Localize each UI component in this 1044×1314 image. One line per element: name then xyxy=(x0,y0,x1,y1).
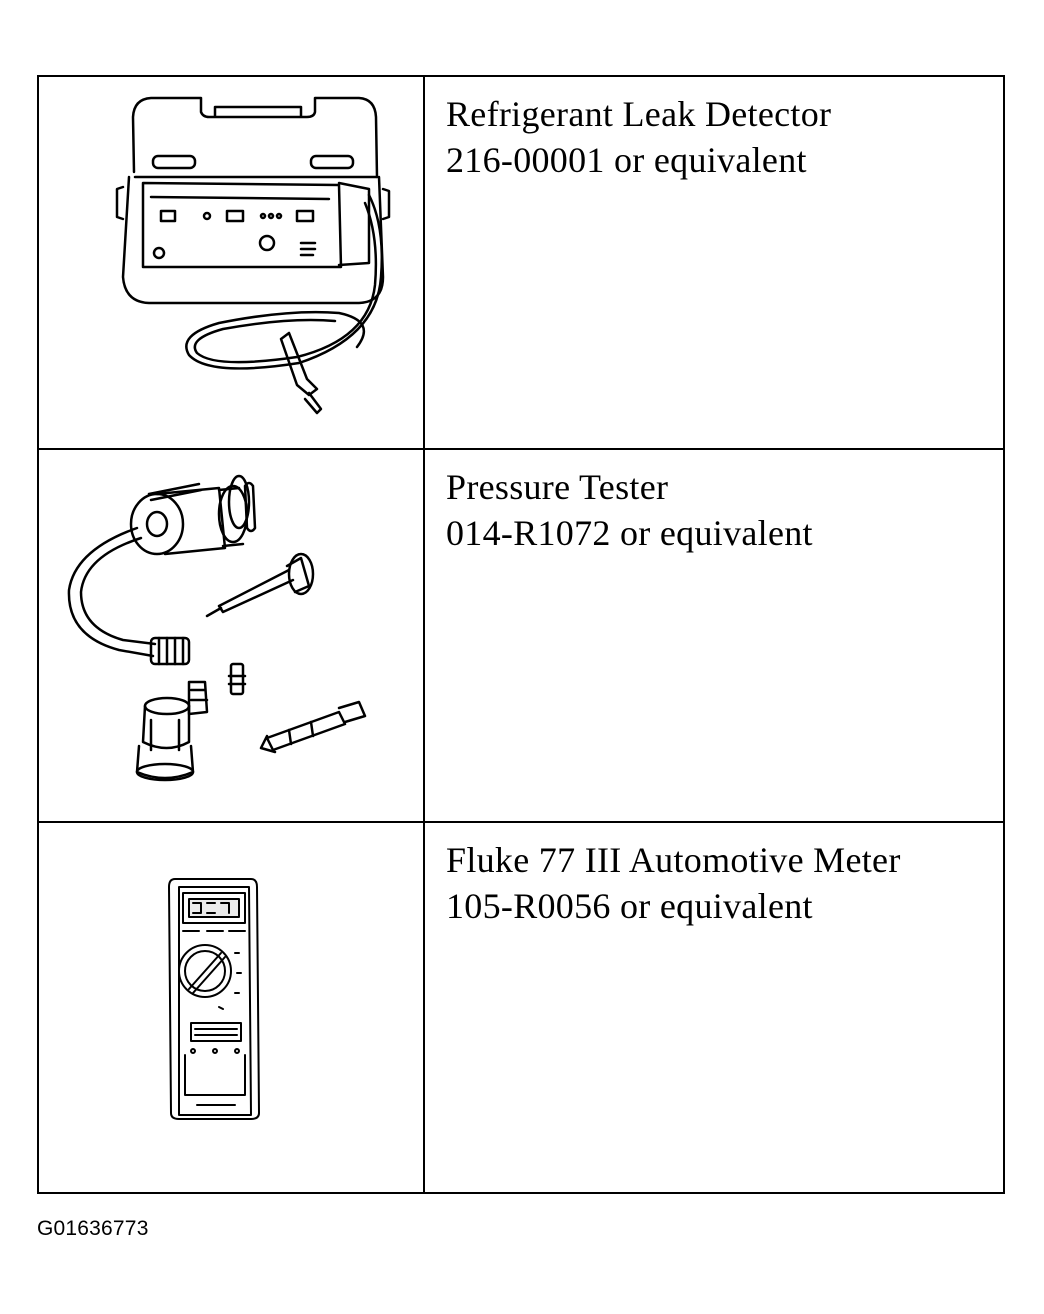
description-cell: Refrigerant Leak Detector 216-00001 or e… xyxy=(427,77,1003,448)
pressure-tester-illustration xyxy=(67,474,367,782)
tool-row-leak-detector: Refrigerant Leak Detector 216-00001 or e… xyxy=(39,77,1003,450)
illustration-cell xyxy=(39,77,425,448)
tool-part-number: 216-00001 or equivalent xyxy=(446,140,807,180)
description-cell: Pressure Tester 014-R1072 or equivalent xyxy=(427,450,1003,821)
tool-name: Pressure Tester xyxy=(446,467,669,507)
automotive-meter-illustration xyxy=(168,878,260,1120)
tool-row-automotive-meter: Fluke 77 III Automotive Meter 105-R0056 … xyxy=(39,823,1003,1192)
tool-name: Fluke 77 III Automotive Meter xyxy=(446,840,901,880)
tool-description: Fluke 77 III Automotive Meter 105-R0056 … xyxy=(446,837,901,929)
description-cell: Fluke 77 III Automotive Meter 105-R0056 … xyxy=(427,823,1003,1192)
illustration-cell xyxy=(39,450,425,821)
illustration-cell xyxy=(39,823,425,1192)
tool-row-pressure-tester: Pressure Tester 014-R1072 or equivalent xyxy=(39,450,1003,823)
figure-id: G01636773 xyxy=(37,1217,149,1240)
tool-description: Pressure Tester 014-R1072 or equivalent xyxy=(446,464,813,556)
tool-name: Refrigerant Leak Detector xyxy=(446,94,832,134)
tool-description: Refrigerant Leak Detector 216-00001 or e… xyxy=(446,91,831,183)
tool-part-number: 014-R1072 or equivalent xyxy=(446,513,813,553)
tool-part-number: 105-R0056 or equivalent xyxy=(446,886,813,926)
refrigerant-leak-detector-illustration xyxy=(115,96,391,415)
tool-table: Refrigerant Leak Detector 216-00001 or e… xyxy=(37,75,1005,1194)
